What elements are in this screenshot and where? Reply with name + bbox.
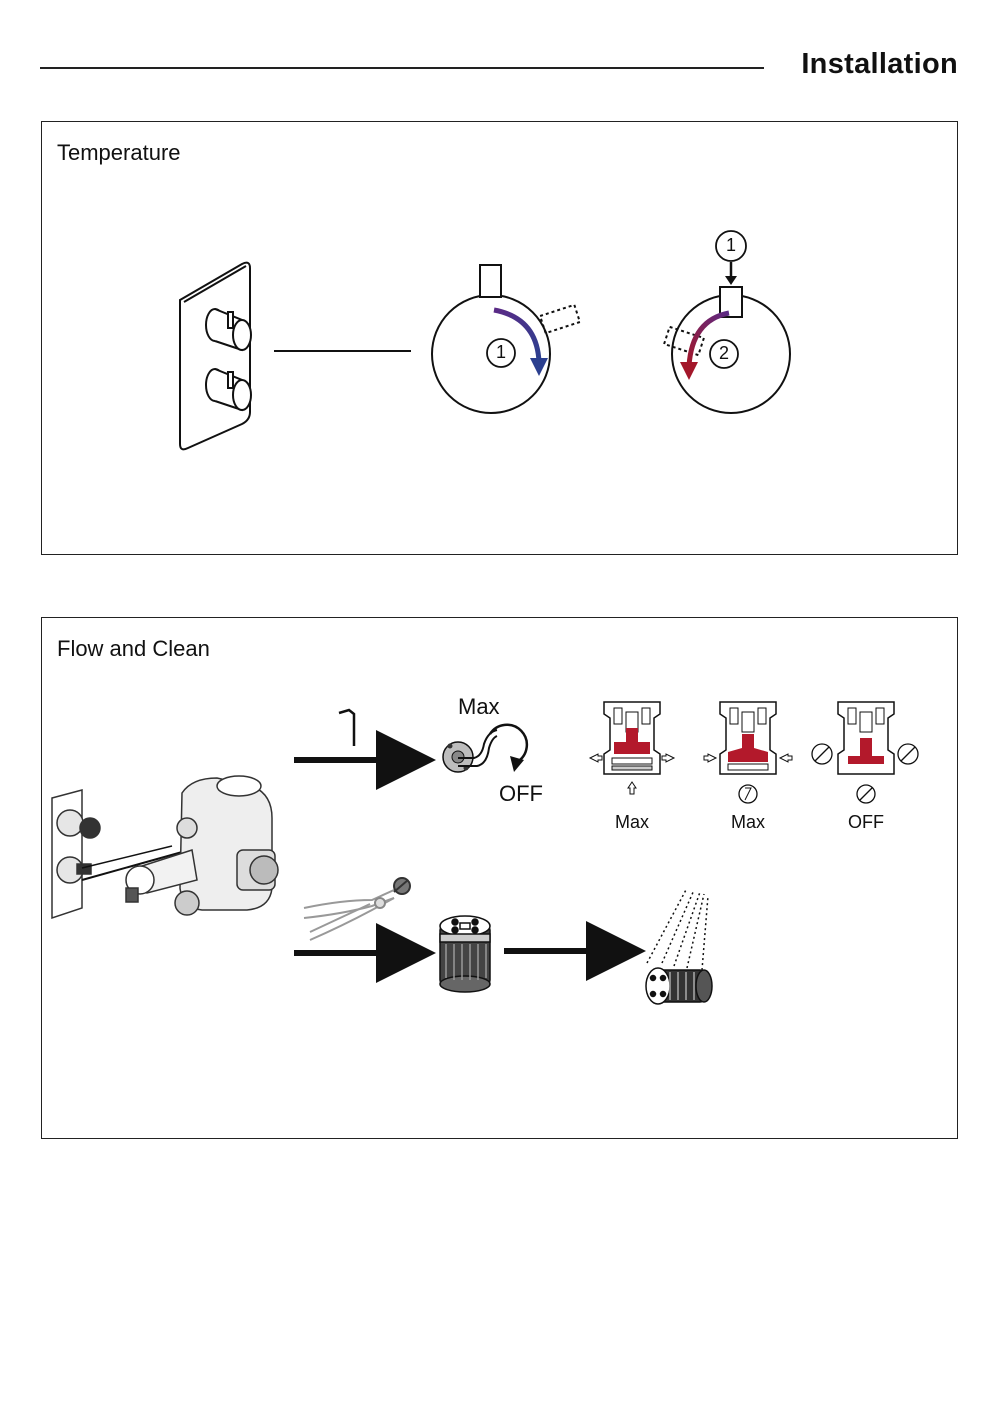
filter-spray-icon [645, 887, 713, 1005]
cartridge-2-label: Max [730, 812, 765, 832]
step-1-label: 1 [495, 342, 506, 362]
cartridge-off-icon [811, 701, 919, 804]
dial-press-rotate-icon [662, 230, 791, 414]
cartridge-3-label: OFF [848, 812, 884, 832]
temperature-title: Temperature [57, 140, 181, 165]
cartridge-max-reverse-icon [703, 701, 793, 804]
pliers-icon [303, 877, 411, 941]
temperature-diagram [179, 230, 791, 451]
cartridge-max-icon [588, 701, 676, 795]
valve-plate-icon [179, 261, 252, 451]
step-1-press-label: 1 [725, 235, 736, 255]
filter-cartridge-icon [439, 915, 491, 993]
cartridge-1-label: Max [614, 812, 649, 832]
temperature-panel: Temperature [41, 121, 958, 555]
step-2-label: 2 [718, 343, 729, 363]
flow-clean-title: Flow and Clean [57, 636, 210, 661]
handle-max-label: Max [458, 694, 500, 719]
flow-clean-panel: Flow and Clean [41, 617, 958, 1139]
valve-body-icon [51, 775, 279, 920]
handle-rotate-icon [442, 723, 529, 773]
handle-off-label: OFF [499, 781, 543, 806]
hex-key-icon [338, 708, 356, 746]
flow-clean-diagram [51, 701, 919, 1005]
page-title: Installation [801, 48, 958, 80]
header-rule [40, 67, 764, 69]
